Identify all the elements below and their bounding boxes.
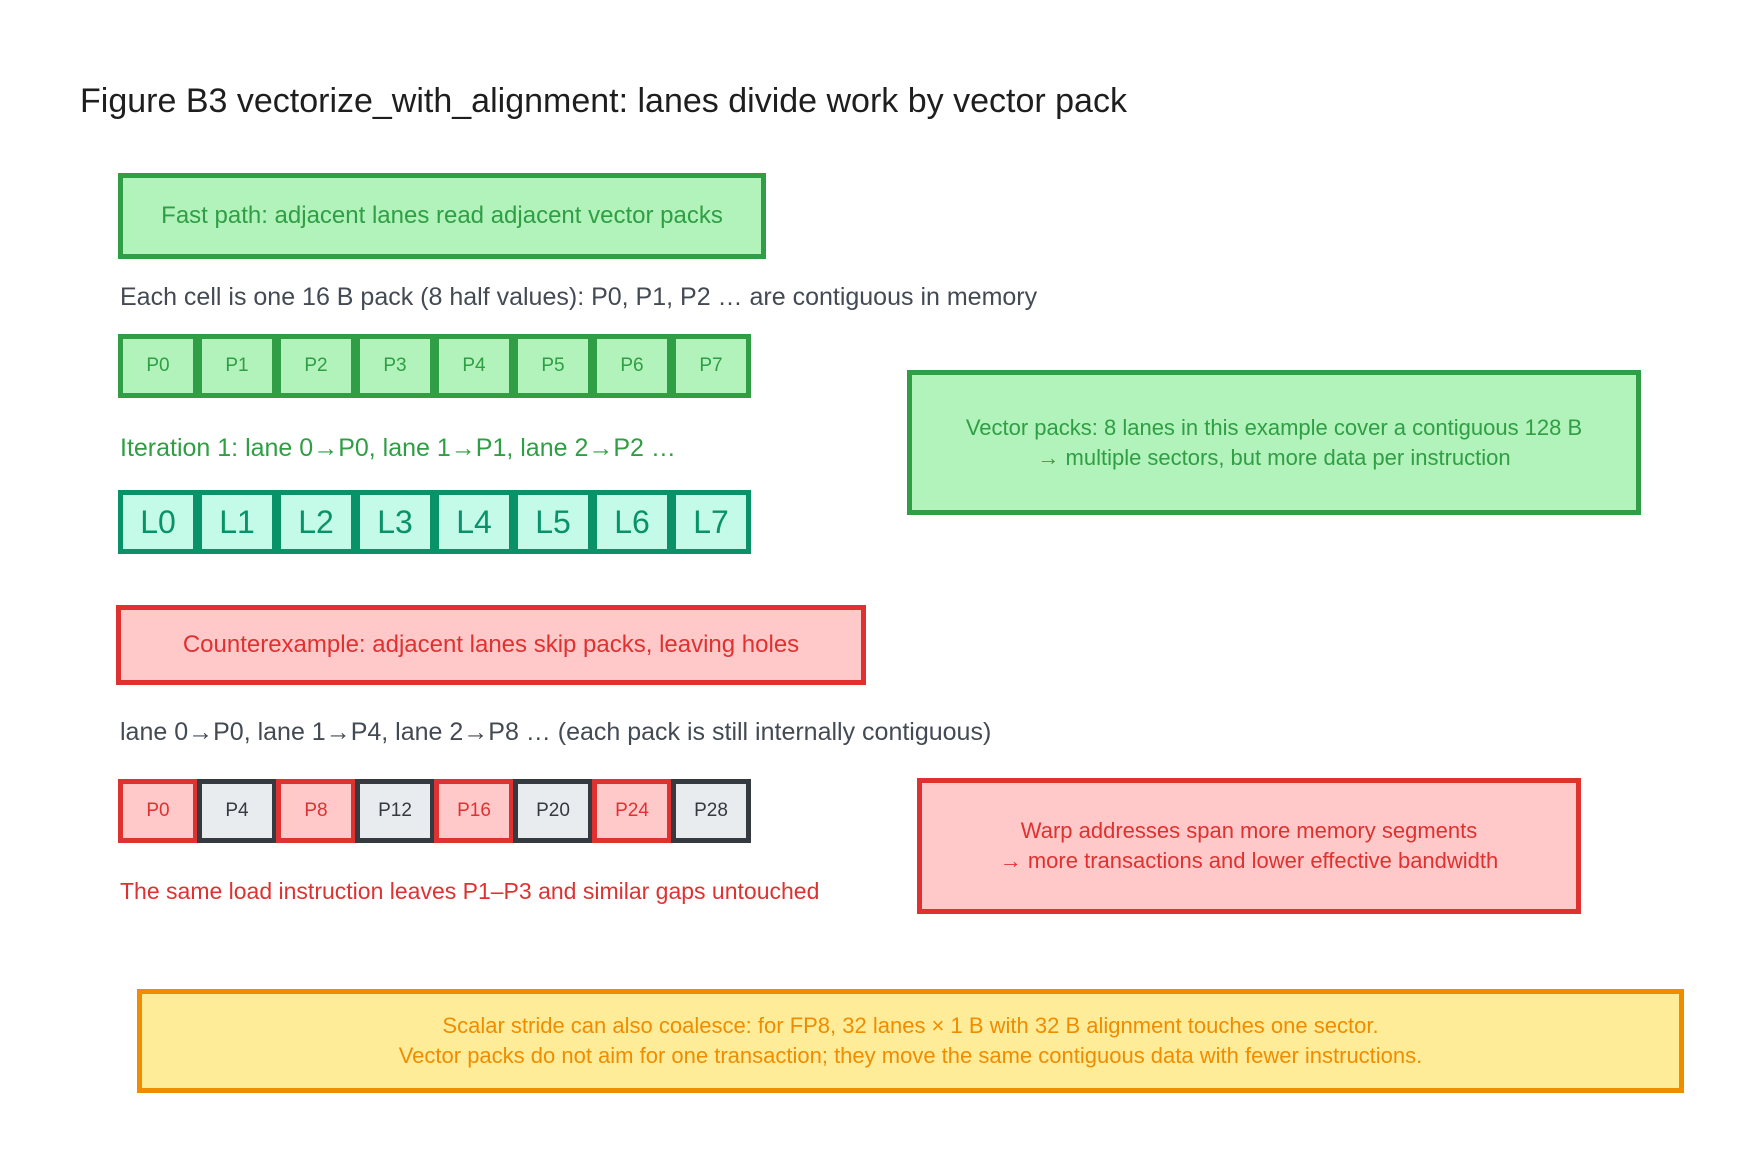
fast-path-banner: Fast path: adjacent lanes read adjacent … (118, 173, 766, 259)
contiguous-pack-row: P0 P1 P2 P3 P4 P5 P6 P7 (118, 334, 751, 398)
iteration-caption: Iteration 1: lane 0→P0, lane 1→P1, lane … (120, 434, 676, 462)
vector-packs-note-line: Vector packs: 8 lanes in this example co… (965, 414, 1583, 440)
counterexample-banner-text: Counterexample: adjacent lanes skip pack… (182, 631, 800, 658)
scalar-stride-footer-note: Scalar stride can also coalesce: for FP8… (137, 989, 1684, 1093)
warp-addresses-note: Warp addresses span more memory segments… (917, 778, 1581, 914)
lane-cell: L5 (513, 490, 593, 554)
strided-lane-caption: lane 0→P0, lane 1→P4, lane 2→P8 … (each … (120, 718, 992, 746)
fast-path-banner-text: Fast path: adjacent lanes read adjacent … (161, 202, 723, 229)
pack-cell: P5 (513, 334, 593, 398)
touched-pack-cell: P0 (118, 779, 198, 843)
pack-description-caption: Each cell is one 16 B pack (8 half value… (120, 283, 1038, 311)
skipped-pack-cell: P12 (355, 779, 435, 843)
lane-cell: L2 (276, 490, 356, 554)
lane-cell: L4 (434, 490, 514, 554)
lane-cell: L7 (671, 490, 751, 554)
pack-cell: P1 (197, 334, 277, 398)
pack-cell: P0 (118, 334, 198, 398)
skipped-pack-cell: P4 (197, 779, 277, 843)
lane-row: L0 L1 L2 L3 L4 L5 L6 L7 (118, 490, 751, 554)
lane-cell: L6 (592, 490, 672, 554)
touched-pack-cell: P16 (434, 779, 514, 843)
footer-note-line: Vector packs do not aim for one transact… (398, 1043, 1423, 1068)
vector-packs-note: Vector packs: 8 lanes in this example co… (907, 370, 1641, 515)
footer-note-line: Scalar stride can also coalesce: for FP8… (442, 1013, 1379, 1038)
pack-cell: P4 (434, 334, 514, 398)
touched-pack-cell: P24 (592, 779, 672, 843)
touched-pack-cell: P8 (276, 779, 356, 843)
strided-pack-row: P0 P4 P8 P12 P16 P20 P24 P28 (118, 779, 751, 843)
skipped-pack-cell: P20 (513, 779, 593, 843)
pack-cell: P6 (592, 334, 672, 398)
warp-addresses-note-line: → more transactions and lower effective … (999, 848, 1499, 873)
pack-cell: P7 (671, 334, 751, 398)
counterexample-banner: Counterexample: adjacent lanes skip pack… (116, 605, 866, 685)
vector-packs-note-line: → multiple sectors, but more data per in… (1037, 444, 1511, 470)
warp-addresses-note-line: Warp addresses span more memory segments (1020, 818, 1478, 843)
untouched-gap-caption: The same load instruction leaves P1–P3 a… (120, 878, 820, 904)
pack-cell: P2 (276, 334, 356, 398)
lane-cell: L1 (197, 490, 277, 554)
lane-cell: L3 (355, 490, 435, 554)
lane-cell: L0 (118, 490, 198, 554)
pack-cell: P3 (355, 334, 435, 398)
skipped-pack-cell: P28 (671, 779, 751, 843)
figure-title: Figure B3 vectorize_with_alignment: lane… (80, 82, 1127, 120)
